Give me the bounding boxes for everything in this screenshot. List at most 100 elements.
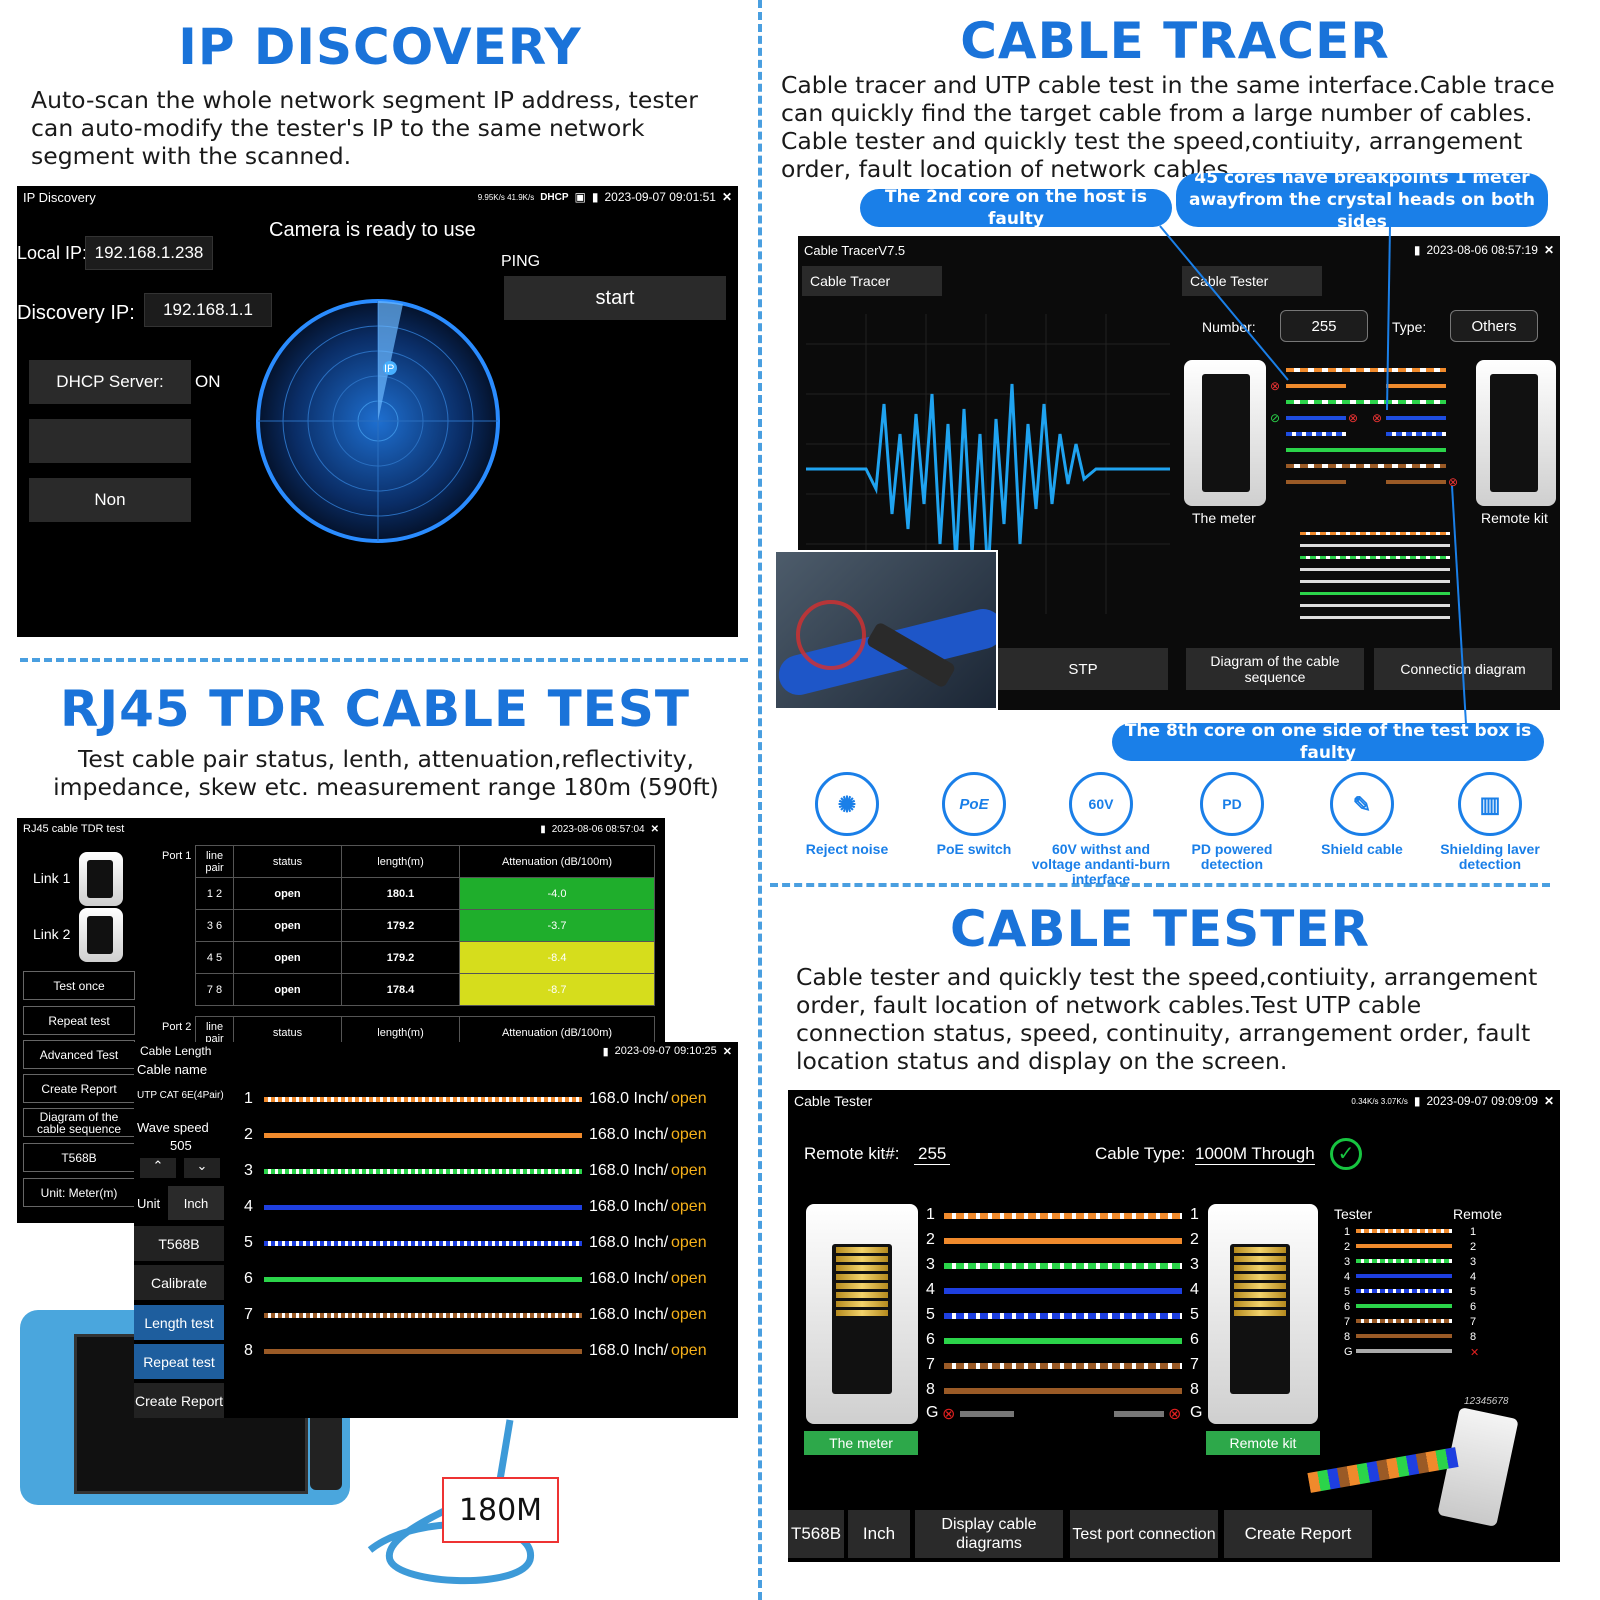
display-diagrams-button[interactable]: Display cable diagrams (915, 1510, 1063, 1558)
local-ip-field[interactable]: 192.168.1.238 (85, 236, 213, 270)
pin-label: 1 (1190, 1206, 1199, 1223)
discovery-ip-label: Discovery IP: (17, 302, 135, 324)
tab-cable-tracer[interactable]: Cable Tracer (802, 266, 942, 296)
start-button[interactable]: start (504, 276, 726, 320)
battery-icon: ▮ (1413, 243, 1421, 257)
remote-kit-value[interactable]: 255 (914, 1144, 951, 1165)
number-field[interactable]: 255 (1280, 310, 1368, 342)
create-report-button[interactable]: Create Report (23, 1074, 135, 1103)
status-bar: Cable Length ▮ 2023-09-07 09:10:25 ✕ (134, 1042, 738, 1060)
pin-label: 7 (1190, 1356, 1199, 1373)
feature-4: ✎Shield cable (1292, 772, 1432, 857)
chevron-down-icon[interactable]: ⌄ (184, 1158, 220, 1178)
unit-button[interactable]: Unit: Meter(m) (23, 1178, 135, 1207)
close-icon[interactable]: ✕ (1543, 1094, 1554, 1108)
pin-label: 6 (926, 1331, 935, 1348)
pin-label: 2 (1190, 1231, 1199, 1248)
monitor-icon: ▣ (574, 190, 586, 204)
status-cell: open (233, 973, 342, 1006)
repeat-test-button[interactable]: Repeat test (23, 1006, 135, 1035)
pair-cell: 1 2 (195, 877, 234, 910)
inch-button[interactable]: Inch (848, 1510, 910, 1558)
window-title: Cable Length (140, 1044, 212, 1058)
port2-label: Port 2 (162, 1021, 192, 1033)
atten-cell: -8.4 (459, 941, 655, 974)
connector-icon: ▥ (1458, 772, 1522, 836)
callout-breakpoints: 45 cores have breakpoints 1 meter awayfr… (1176, 168, 1548, 232)
local-ip-label: Local IP: (17, 243, 88, 263)
meter-connector (1184, 360, 1266, 506)
length-badge-label: 180M (458, 1492, 543, 1528)
cable-type-value[interactable]: 1000M Through (1195, 1144, 1315, 1165)
cable-sequence-button[interactable]: Diagram of the cable sequence (1186, 648, 1364, 690)
fail-icon: ⊗ (1168, 1406, 1182, 1423)
calibrate-button[interactable]: Calibrate (134, 1265, 224, 1301)
noise-icon: ✺ (815, 772, 879, 836)
col-header: Attenuation (dB/100m) (459, 845, 655, 878)
create-report-button[interactable]: Create Report (134, 1383, 224, 1418)
pair-cell: 3 6 (195, 909, 234, 942)
t568b-button[interactable]: T568B (134, 1226, 224, 1262)
remote-kit-button[interactable]: Remote kit (1206, 1431, 1320, 1455)
status-cell: open (233, 877, 342, 910)
length-test-button[interactable]: Length test (134, 1305, 224, 1341)
close-icon[interactable]: ✕ (650, 823, 659, 835)
dhcp-server-button[interactable]: DHCP Server: (29, 360, 191, 404)
chevron-up-icon[interactable]: ⌃ (140, 1158, 176, 1178)
feature-5: ▥ Shielding laver detection (1420, 772, 1560, 872)
col-header: length(m) (341, 845, 460, 878)
col-header: line pair (195, 845, 234, 878)
meter-button[interactable]: The meter (804, 1431, 918, 1455)
empty-button[interactable] (29, 419, 191, 463)
cable-tracer-screen: Cable TracerV7.5 ▮ 2023-08-06 08:57:19 ✕… (798, 236, 1560, 710)
length-cell: 180.1 (341, 877, 460, 910)
t568b-button[interactable]: T568B (23, 1143, 135, 1172)
pin-label: G (926, 1404, 939, 1421)
pd-icon: PD (1200, 772, 1264, 836)
advanced-test-button[interactable]: Advanced Test (23, 1040, 135, 1069)
remote-kit-button-label: Remote kit (1229, 1435, 1297, 1451)
create-report-button[interactable]: Create Report (1224, 1510, 1372, 1558)
radar-ip-label: IP (384, 363, 394, 375)
close-icon[interactable]: ✕ (721, 190, 732, 204)
discovery-ip-field[interactable]: 192.168.1.1 (144, 293, 272, 327)
atten-cell: -3.7 (459, 909, 655, 942)
close-icon[interactable]: ✕ (1543, 243, 1554, 257)
test-port-button[interactable]: Test port connection (1070, 1510, 1218, 1558)
close-icon[interactable]: ✕ (722, 1045, 732, 1058)
status-cell: open (233, 909, 342, 942)
cable-type-label: Cable Type: (1095, 1144, 1186, 1163)
type-field[interactable]: Others (1450, 310, 1538, 342)
pair-cell: 4 5 (195, 941, 234, 974)
tester-section-title: CABLE TESTER (950, 900, 1370, 958)
dhcp-value: ON (195, 372, 221, 391)
window-title: Cable Tester (794, 1093, 873, 1109)
unit-button[interactable]: Inch (168, 1186, 224, 1220)
repeat-test-button[interactable]: Repeat test (134, 1344, 224, 1380)
feature-5-label: Shielding laver detection (1440, 841, 1540, 872)
ip-section-title: IP DISCOVERY (178, 18, 582, 76)
non-button[interactable]: Non (29, 478, 191, 522)
cable-name-value[interactable]: UTP CAT 6E(4Pair) (137, 1090, 224, 1101)
stp-button[interactable]: STP (998, 648, 1168, 690)
remote-connector (1476, 360, 1556, 506)
meter-connector (806, 1204, 918, 1424)
atten-cell: -8.7 (459, 973, 655, 1006)
ip-section-desc: Auto-scan the whole network segment IP a… (31, 86, 698, 170)
clock: 2023-08-06 08:57:04 (551, 823, 645, 835)
t568b-button[interactable]: T568B (788, 1510, 844, 1558)
test-once-button[interactable]: Test once (23, 971, 135, 1000)
vertical-divider (758, 0, 762, 1600)
dhcp-badge: DHCP (540, 191, 569, 203)
pin-label: 3 (926, 1256, 935, 1273)
tracer-photo (774, 550, 998, 710)
cable-length-screen: Cable Length ▮ 2023-09-07 09:10:25 ✕ Cab… (134, 1042, 738, 1418)
cable-sequence-button[interactable]: Diagram of the cable sequence (23, 1108, 135, 1137)
